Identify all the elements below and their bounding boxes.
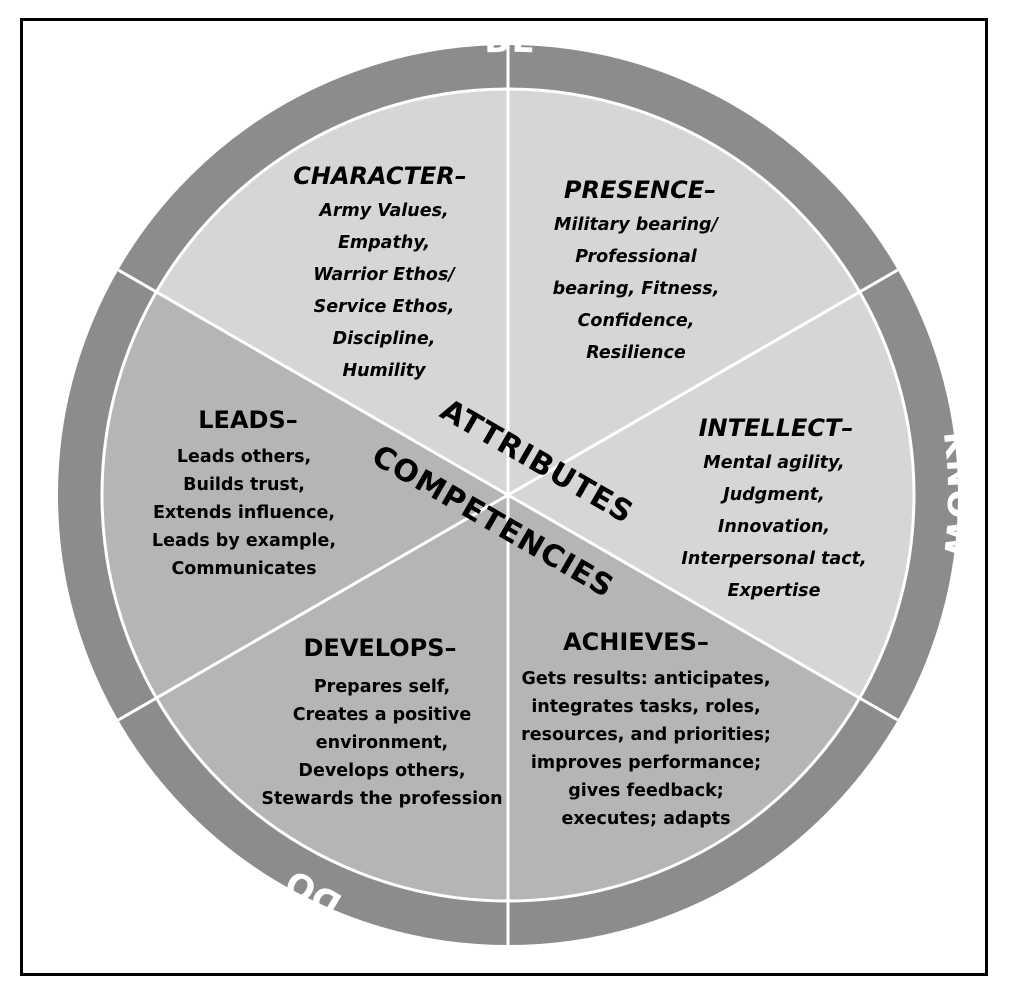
segment-line-leads: Builds trust, (183, 475, 305, 495)
segment-line-intellect: Mental agility, (703, 453, 844, 473)
segment-develops: DEVELOPS– Prepares self, Creates a positi… (261, 634, 502, 809)
segment-line-achieves: resources, and priorities; (521, 725, 771, 745)
segment-line-character: Discipline, (333, 329, 436, 349)
segment-line-presence: bearing, Fitness, (553, 279, 720, 299)
segment-intellect: INTELLECT– Mental agility, Judgment, Innov… (681, 414, 866, 601)
segment-line-intellect: Expertise (728, 581, 821, 601)
segment-line-intellect: Innovation, (718, 517, 830, 537)
segment-line-leads: Leads others, (177, 447, 311, 467)
divider-develops-leads (117, 493, 509, 722)
segment-line-presence: Professional (575, 247, 698, 267)
ring-label-know: KNOW (935, 429, 980, 561)
segment-line-leads: Leads by example, (152, 531, 336, 551)
ring-label-be: BE (484, 21, 537, 62)
segment-title-develops: DEVELOPS– (304, 634, 457, 662)
segment-line-intellect: Interpersonal tact, (681, 549, 866, 569)
segment-line-character: Empathy, (338, 233, 430, 253)
segment-line-character: Humility (342, 361, 427, 381)
segment-line-develops: Creates a positive (293, 705, 472, 725)
segment-title-intellect: INTELLECT– (699, 414, 854, 442)
segment-line-develops: Develops others, (298, 761, 465, 781)
segment-title-presence: PRESENCE– (564, 176, 716, 204)
segment-line-character: Warrior Ethos/ (313, 265, 456, 285)
segment-line-achieves: Gets results: anticipates, (522, 669, 771, 689)
segment-line-character: Army Values, (317, 201, 448, 221)
divider-be-know (507, 268, 899, 497)
segment-line-leads: Communicates (171, 559, 316, 579)
segment-line-achieves: integrates tasks, roles, (531, 697, 760, 717)
segment-title-character: CHARACTER– (293, 162, 466, 190)
segment-line-develops: Stewards the profession (261, 789, 502, 809)
segment-line-character: Service Ethos, (314, 297, 455, 317)
segment-line-presence: Resilience (586, 343, 686, 363)
segment-line-presence: Military bearing/ (554, 215, 720, 235)
segment-title-leads: LEADS– (198, 406, 297, 434)
segment-title-achieves: ACHIEVES– (563, 628, 709, 656)
competencies-half (59, 270, 898, 943)
segment-line-leads: Extends influence, (153, 503, 335, 523)
segment-line-achieves: improves performance; (531, 753, 761, 773)
attributes-half (118, 47, 957, 721)
segment-character: CHARACTER– Army Values, Empathy, Warrior E… (293, 162, 466, 381)
segment-line-develops: environment, (316, 733, 448, 753)
segment-achieves: ACHIEVES– Gets results: anticipates, inte… (521, 628, 771, 829)
segment-line-presence: Confidence, (578, 311, 695, 331)
segment-line-achieves: gives feedback; (568, 781, 724, 801)
segment-line-develops: Prepares self, (314, 677, 450, 697)
segment-line-achieves: executes; adapts (561, 809, 730, 829)
segment-line-intellect: Judgment, (720, 485, 825, 505)
segment-presence: PRESENCE– Military bearing/Professional b… (553, 176, 720, 363)
segment-leads: LEADS– Leads others, Builds trust, Extends… (152, 406, 336, 579)
